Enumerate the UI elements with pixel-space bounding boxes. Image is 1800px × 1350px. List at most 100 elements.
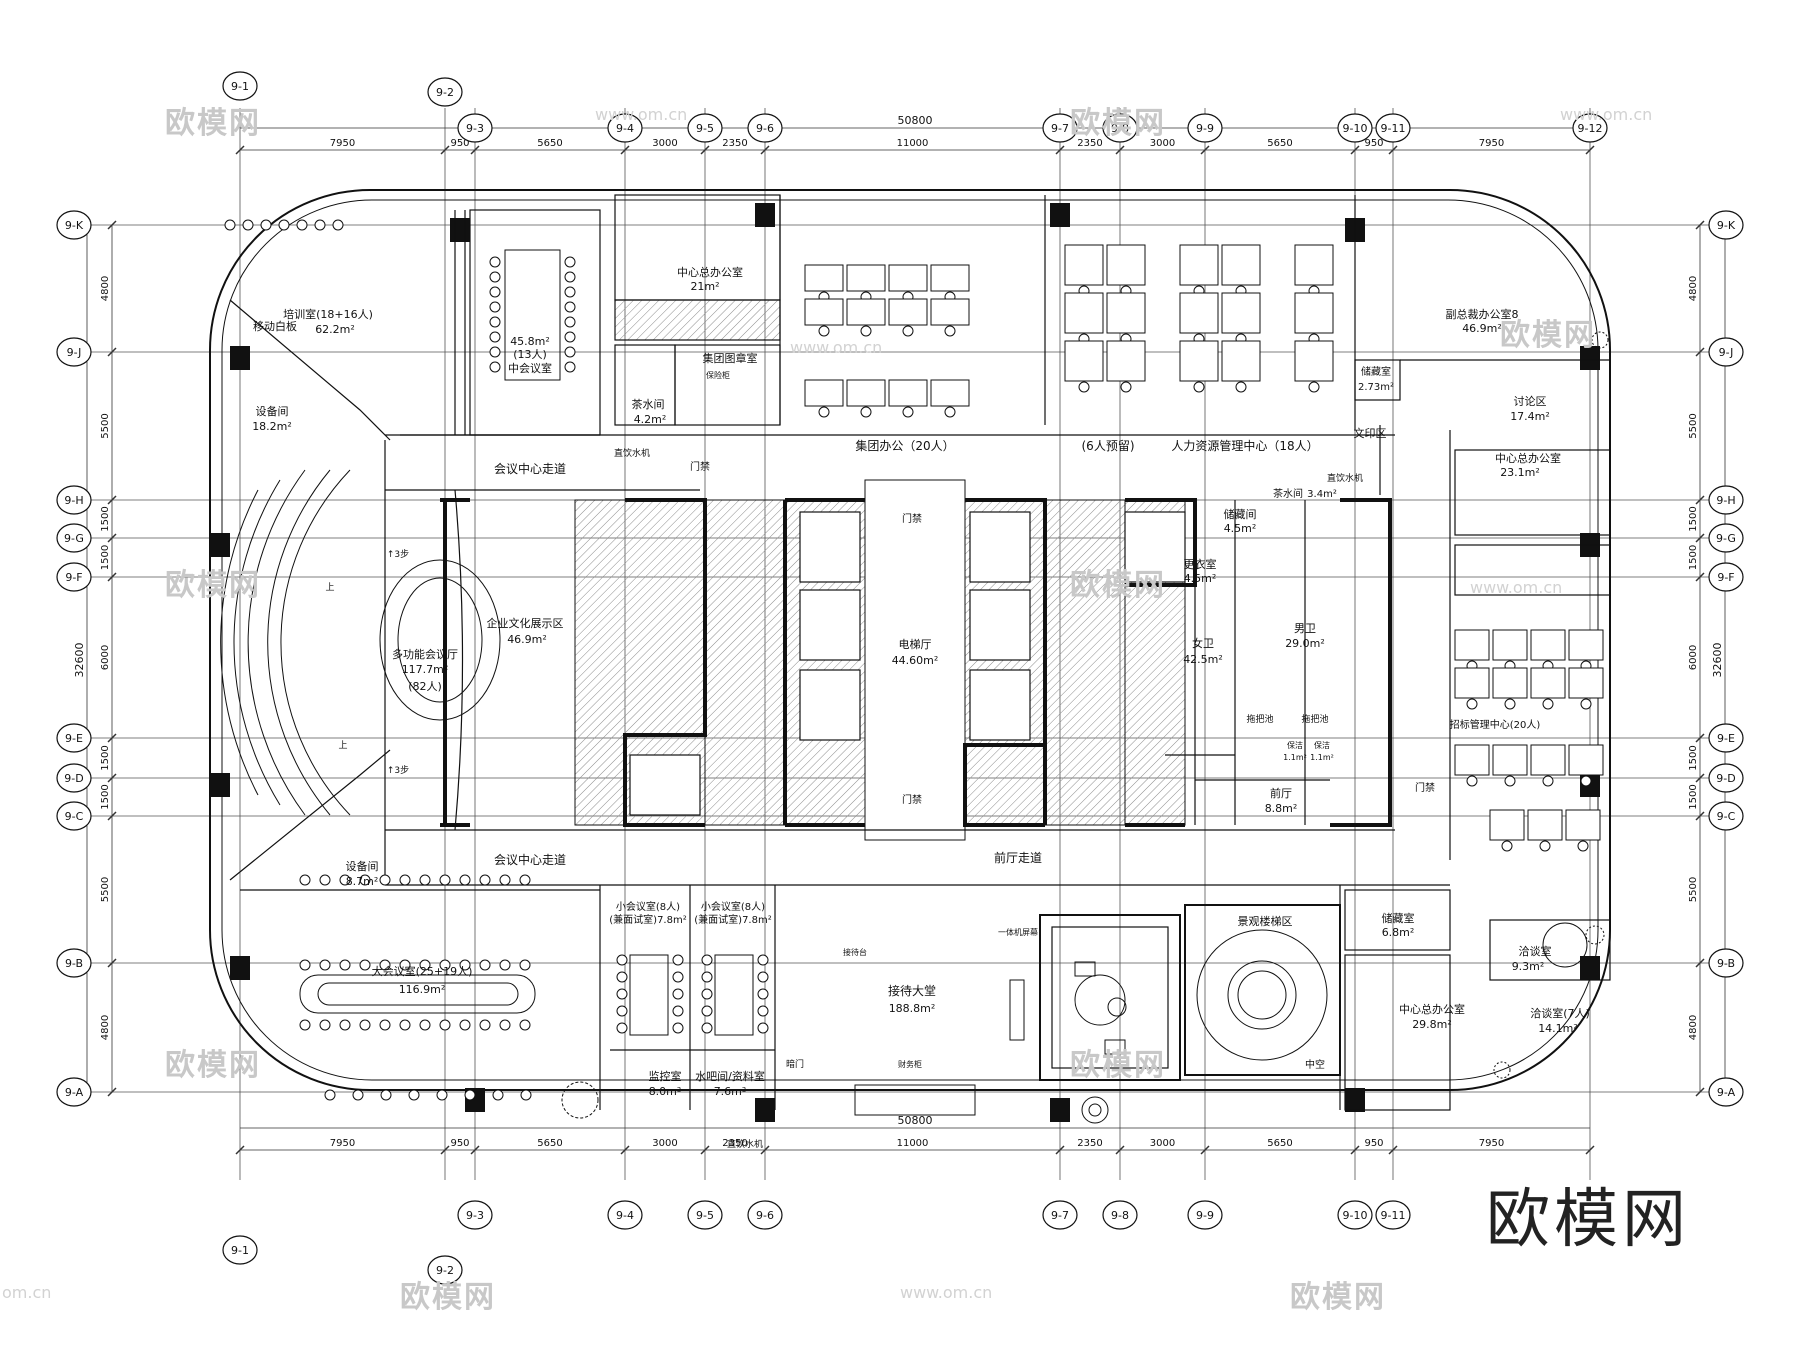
chair bbox=[701, 954, 713, 966]
room-label: 副总裁办公室8 bbox=[1446, 307, 1519, 321]
chair bbox=[399, 1019, 411, 1031]
dimension-tick bbox=[470, 1145, 480, 1155]
corridor-label: 会议中心走道 bbox=[494, 852, 566, 867]
grid-bubble-circle bbox=[1102, 1200, 1138, 1230]
workstation-desk bbox=[1106, 244, 1146, 286]
grid-bubble-label: 9-1 bbox=[231, 80, 249, 93]
chair bbox=[564, 331, 576, 343]
watermark: 欧模网 bbox=[1070, 1048, 1166, 1083]
room-area: 1.1m² bbox=[1310, 753, 1334, 762]
dimension-tick bbox=[1695, 958, 1705, 968]
grid-bubble: 9-11 bbox=[1375, 1200, 1411, 1230]
room-area: 29.0m² bbox=[1285, 637, 1325, 650]
chair bbox=[701, 1005, 713, 1017]
room-area: 8.8m² bbox=[1265, 802, 1298, 815]
dimension-label: 4800 bbox=[100, 276, 111, 301]
watermark-url: www.om.cn bbox=[790, 338, 883, 357]
dimension-tick bbox=[620, 1145, 630, 1155]
dimension-tick bbox=[620, 145, 630, 155]
grid-bubble-label: 9-3 bbox=[466, 122, 484, 135]
room-label: 保洁 bbox=[1287, 740, 1303, 750]
chair bbox=[492, 1089, 504, 1101]
structural-column bbox=[230, 346, 250, 370]
grid-bubble-circle bbox=[1102, 113, 1138, 143]
structural-column bbox=[450, 218, 470, 242]
chair bbox=[464, 1089, 476, 1101]
structural-column bbox=[755, 1098, 775, 1122]
grid-bubble-circle bbox=[1572, 113, 1608, 143]
room-label: 储藏间 bbox=[1224, 507, 1257, 521]
chair bbox=[380, 1089, 392, 1101]
chair bbox=[489, 256, 501, 268]
dimension-total: 32600 bbox=[1711, 643, 1724, 678]
office-chair bbox=[1580, 775, 1592, 787]
grid-bubble: 9-B bbox=[1708, 948, 1744, 978]
office-chair bbox=[860, 325, 872, 337]
dimension-tick bbox=[1585, 1145, 1595, 1155]
workstation-desk bbox=[1064, 292, 1104, 334]
room-label: 人力资源管理中心（18人） bbox=[1171, 438, 1318, 453]
dimension-tick bbox=[107, 773, 117, 783]
chair bbox=[564, 256, 576, 268]
room-label: 企业文化展示区 bbox=[487, 616, 564, 630]
room-area: 8.0m² bbox=[649, 1085, 682, 1098]
grid-bubble-circle bbox=[1708, 337, 1744, 367]
room-label: 讨论区 bbox=[1514, 394, 1547, 408]
chair bbox=[352, 1089, 364, 1101]
room-label: 中心总办公室 bbox=[1495, 451, 1561, 465]
grid-bubble: 9-B bbox=[56, 948, 92, 978]
office-chair bbox=[1539, 840, 1551, 852]
workstation-desk bbox=[1568, 667, 1604, 699]
room-label: 财务柜 bbox=[898, 1059, 922, 1069]
workstation-desk bbox=[804, 264, 844, 292]
workstation-desk bbox=[1492, 667, 1528, 699]
grid-bubble-label: 9-G bbox=[1716, 532, 1736, 545]
office-chair bbox=[1577, 840, 1589, 852]
chair bbox=[399, 959, 411, 971]
dimension-label: 11000 bbox=[897, 138, 929, 149]
grid-bubble: 9-4 bbox=[607, 1200, 643, 1230]
grid-bubble: 9-10 bbox=[1337, 113, 1373, 143]
dimension-tick bbox=[1200, 145, 1210, 155]
grid-bubble-circle bbox=[1375, 113, 1411, 143]
dimension-tick bbox=[107, 533, 117, 543]
grid-bubble-label: 9-9 bbox=[1196, 122, 1214, 135]
grid-bubble-label: 9-5 bbox=[696, 122, 714, 135]
structural-column bbox=[210, 773, 230, 797]
workstation-desk bbox=[930, 379, 970, 407]
room-label: 中空 bbox=[1305, 1058, 1325, 1071]
room-label: 集团办公（20人） bbox=[855, 438, 954, 453]
watermark: 欧模网 bbox=[1070, 568, 1166, 603]
chair bbox=[299, 1019, 311, 1031]
chair bbox=[616, 971, 628, 983]
chair bbox=[757, 971, 769, 983]
chair bbox=[519, 959, 531, 971]
dimension-tick bbox=[107, 1087, 117, 1097]
grid-bubble: 9-G bbox=[1708, 523, 1744, 553]
grid-bubble-circle bbox=[56, 763, 92, 793]
workstation-desk bbox=[1221, 292, 1261, 334]
room-label: 一体机屏幕 bbox=[998, 927, 1038, 937]
workstation-desk bbox=[1527, 809, 1563, 841]
office-chair bbox=[1235, 381, 1247, 393]
chair bbox=[278, 219, 290, 231]
dimension-label: 2350 bbox=[722, 1138, 747, 1149]
workstation-desk bbox=[1179, 244, 1219, 286]
room-label: 监控室 bbox=[649, 1069, 682, 1083]
workstation-desk bbox=[1179, 340, 1219, 382]
chair bbox=[564, 361, 576, 373]
workstation-desk bbox=[1179, 292, 1219, 334]
room-label: 直饮水机 bbox=[1327, 472, 1363, 484]
watermark-url: www.om.cn bbox=[1470, 578, 1563, 597]
room-area: 4.2m² bbox=[634, 413, 667, 426]
room-area: 2.73m² bbox=[1358, 382, 1394, 393]
chair bbox=[672, 1022, 684, 1034]
dimension-tick bbox=[1695, 347, 1705, 357]
dimension-label: 7950 bbox=[330, 1138, 355, 1149]
grid-bubble: 9-F bbox=[1708, 562, 1744, 592]
dimension-label: 950 bbox=[450, 138, 469, 149]
workstation-desk bbox=[1294, 292, 1334, 334]
chair bbox=[672, 988, 684, 1000]
grid-bubble-circle bbox=[56, 562, 92, 592]
